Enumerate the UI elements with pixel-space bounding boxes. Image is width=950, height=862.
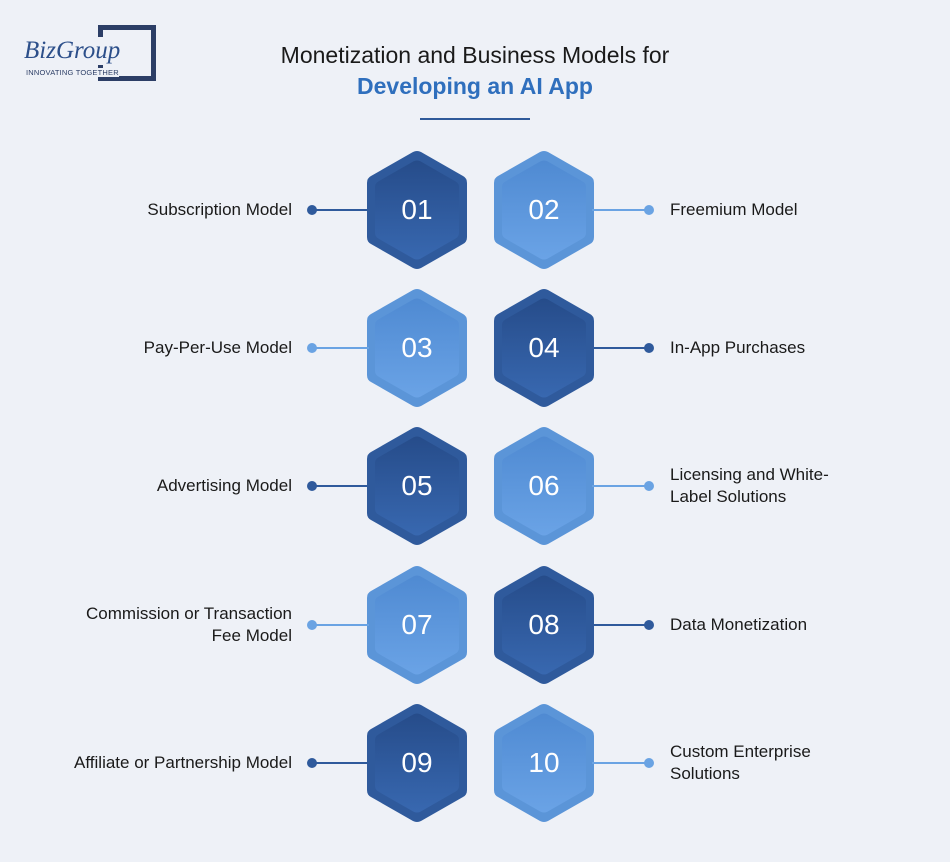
- hexagon-09: 09: [363, 702, 471, 824]
- hexagon-01: 01: [363, 149, 471, 271]
- hexagon-number: 02: [528, 194, 560, 225]
- connector-dot: [644, 758, 654, 768]
- hexagon-number: 06: [528, 470, 560, 501]
- hexagon-shape: [494, 151, 594, 269]
- hexagon-05: 05: [363, 425, 471, 547]
- connector-line: [312, 762, 369, 764]
- connector-line: [592, 209, 649, 211]
- hexagon-06: 06: [490, 425, 598, 547]
- hexagon-shape: [494, 289, 594, 407]
- connector-line: [312, 209, 369, 211]
- connector-line: [592, 624, 649, 626]
- hexagon-number: 04: [528, 332, 560, 363]
- title-underline: [420, 118, 530, 120]
- page-title: Monetization and Business Models for: [280, 42, 670, 68]
- hexagon-08: 08: [490, 564, 598, 686]
- connector-line: [592, 762, 649, 764]
- connector-line: [312, 624, 369, 626]
- hexagon-number: 03: [401, 332, 433, 363]
- hexagon-10: 10: [490, 702, 598, 824]
- hexagon-shape: [367, 151, 467, 269]
- connector-dot: [307, 620, 317, 630]
- connector-dot: [644, 343, 654, 353]
- model-label-07: Commission or Transaction Fee Model: [86, 604, 292, 645]
- connector-dot: [307, 481, 317, 491]
- hexagon-shape: [367, 289, 467, 407]
- model-label-03: Pay-Per-Use Model: [143, 338, 292, 357]
- logo-brand: BizGroup: [24, 37, 122, 65]
- model-label-09: Affiliate or Partnership Model: [74, 753, 292, 772]
- bizgroup-logo: BizGroup INNOVATING TOGETHER: [22, 25, 156, 83]
- hexagon-shape: [494, 566, 594, 684]
- connector-dot: [644, 205, 654, 215]
- connector-line: [312, 485, 369, 487]
- hexagon-03: 03: [363, 287, 471, 409]
- hexagon-shape: [494, 704, 594, 822]
- hexagon-07: 07: [363, 564, 471, 686]
- hexagon-shape: [367, 704, 467, 822]
- page-subtitle: Developing an AI App: [357, 73, 593, 99]
- connector-dot: [644, 481, 654, 491]
- model-label-02: Freemium Model: [670, 200, 798, 219]
- hexagon-shape: [494, 427, 594, 545]
- connector-line: [592, 347, 649, 349]
- connector-line: [312, 347, 369, 349]
- connector-dot: [644, 620, 654, 630]
- hexagon-number: 01: [401, 194, 433, 225]
- hexagon-number: 05: [401, 470, 433, 501]
- model-label-04: In-App Purchases: [670, 338, 806, 357]
- hexagon-number: 07: [401, 609, 433, 640]
- hexagon-04: 04: [490, 287, 598, 409]
- hexagon-number: 09: [401, 747, 433, 778]
- hexagon-02: 02: [490, 149, 598, 271]
- hexagon-number: 08: [528, 609, 560, 640]
- connector-dot: [307, 343, 317, 353]
- hexagon-shape: [367, 566, 467, 684]
- logo-tagline: INNOVATING TOGETHER: [26, 68, 119, 77]
- hexagon-shape: [367, 427, 467, 545]
- model-label-06: Licensing and White-Label Solutions: [670, 465, 829, 506]
- model-label-05: Advertising Model: [156, 476, 292, 495]
- model-label-08: Data Monetization: [670, 615, 808, 634]
- connector-line: [592, 485, 649, 487]
- connector-dot: [307, 758, 317, 768]
- model-label-10: Custom Enterprise Solutions: [670, 742, 811, 783]
- hexagon-number: 10: [528, 747, 560, 778]
- model-label-01: Subscription Model: [147, 200, 292, 219]
- connector-dot: [307, 205, 317, 215]
